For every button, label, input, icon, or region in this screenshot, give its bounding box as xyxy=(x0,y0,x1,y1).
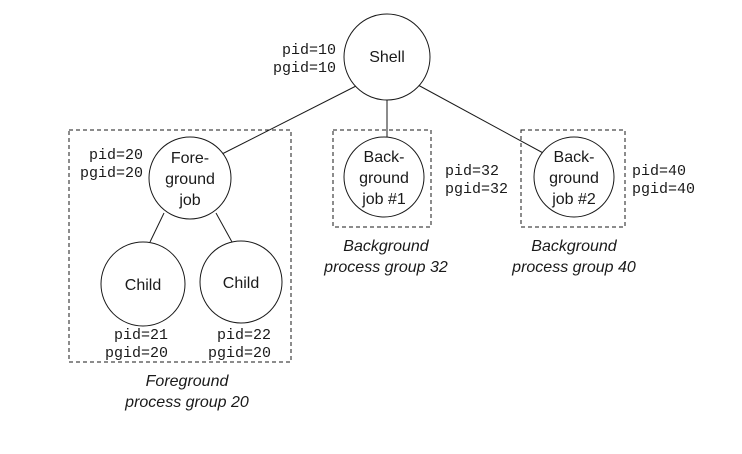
foreground-group-caption-line-2: process group 20 xyxy=(124,394,249,411)
shell-pid: pid=10 xyxy=(282,42,336,59)
shell-pgid: pgid=10 xyxy=(273,60,336,77)
child-2-pid: pid=22 xyxy=(217,327,271,344)
background-job-2-node: Back- ground job #2 xyxy=(533,136,615,218)
foreground-job-pgid: pgid=20 xyxy=(80,165,143,182)
background-job-1-label-line-1: Back- xyxy=(364,149,405,166)
background-job-1-node: Back- ground job #1 xyxy=(343,136,425,218)
background-group-40-caption-line-2: process group 40 xyxy=(511,259,636,276)
foreground-job-label-line-1: Fore- xyxy=(171,150,209,167)
foreground-job-node: Fore- ground job xyxy=(148,136,232,220)
background-job-2-pid: pid=40 xyxy=(632,163,686,180)
foreground-group-caption-line-1: Foreground xyxy=(146,373,230,390)
child-2-node: Child xyxy=(199,240,283,324)
background-job-2-pgid: pgid=40 xyxy=(632,181,695,198)
foreground-job-label-line-3: job xyxy=(178,192,200,209)
background-job-2-label-line-2: ground xyxy=(549,170,599,187)
edge-foreground-job-child-2 xyxy=(215,212,233,243)
background-job-2-label-line-3: job #2 xyxy=(551,191,596,208)
child-1-pid: pid=21 xyxy=(114,327,168,344)
child-1-pgid: pgid=20 xyxy=(105,345,168,362)
edge-shell-foreground-job xyxy=(221,84,359,155)
shell-node: Shell xyxy=(343,13,431,101)
edge-foreground-job-child-1 xyxy=(149,212,165,243)
background-job-1-label-line-3: job #1 xyxy=(361,191,406,208)
foreground-job-label-line-2: ground xyxy=(165,171,215,188)
child-1-label: Child xyxy=(125,277,161,294)
child-2-label: Child xyxy=(223,275,259,292)
background-job-1-pgid: pgid=32 xyxy=(445,181,508,198)
foreground-job-pid: pid=20 xyxy=(89,147,143,164)
background-group-40-caption-line-1: Background xyxy=(531,238,617,255)
edge-shell-background-job-2 xyxy=(417,84,546,155)
background-group-32-caption-line-2: process group 32 xyxy=(323,259,448,276)
background-group-32-caption-line-1: Background xyxy=(343,238,429,255)
child-2-pgid: pgid=20 xyxy=(208,345,271,362)
foreground-group-box xyxy=(68,129,292,363)
shell-label: Shell xyxy=(369,49,405,66)
child-1-node: Child xyxy=(100,241,186,327)
background-job-1-pid: pid=32 xyxy=(445,163,499,180)
background-group-40-box xyxy=(520,129,626,228)
background-job-1-label-line-2: ground xyxy=(359,170,409,187)
background-group-32-box xyxy=(332,129,432,228)
background-job-2-label-line-1: Back- xyxy=(554,149,595,166)
